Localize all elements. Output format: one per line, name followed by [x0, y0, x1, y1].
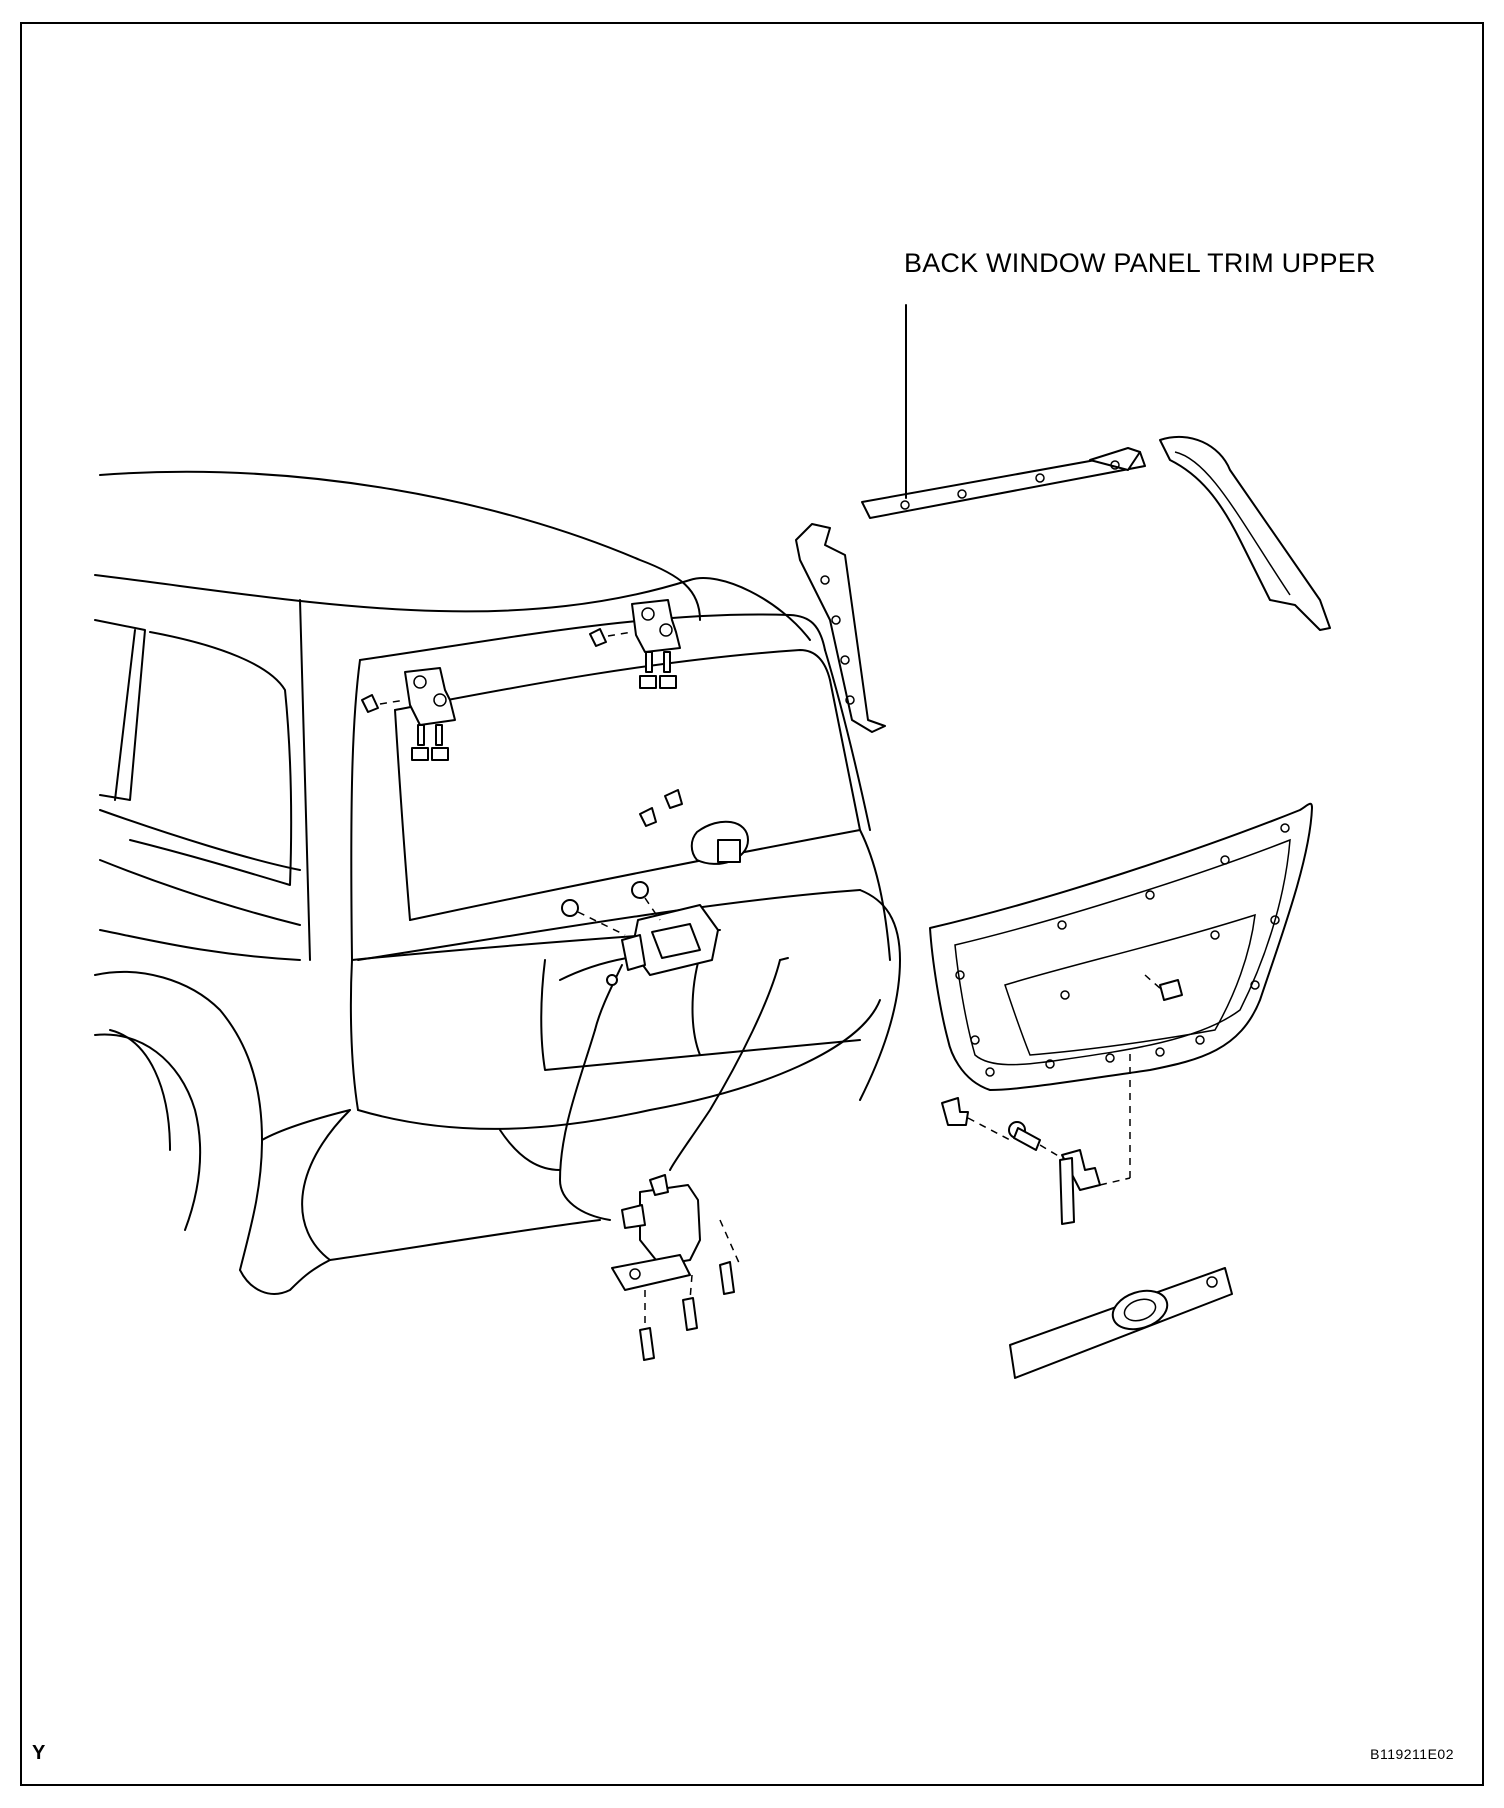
back-door-garnish: [1009, 1267, 1233, 1379]
back-door-lock: [611, 1174, 741, 1361]
back-door-lock-control: [559, 881, 789, 1221]
back-window-panel-trim-left: [795, 523, 886, 733]
left-hinge: [361, 667, 456, 761]
figure-id: B119211E02: [1370, 1746, 1454, 1762]
corner-mark: Y: [32, 1742, 46, 1764]
back-door-trim-board: [929, 802, 1313, 1091]
damper-stay-stud: [639, 789, 749, 865]
callout-label-back-window-panel-trim-upper: BACK WINDOW PANEL TRIM UPPER: [904, 248, 1376, 278]
clip-and-bracket: [941, 1050, 1131, 1225]
diagram-frame: [20, 22, 1484, 1786]
vehicle-body: [94, 470, 901, 1295]
back-window-panel-trim-upper: [861, 304, 1146, 519]
back-window-panel-trim-right: [1159, 435, 1331, 631]
right-hinge: [589, 599, 681, 689]
